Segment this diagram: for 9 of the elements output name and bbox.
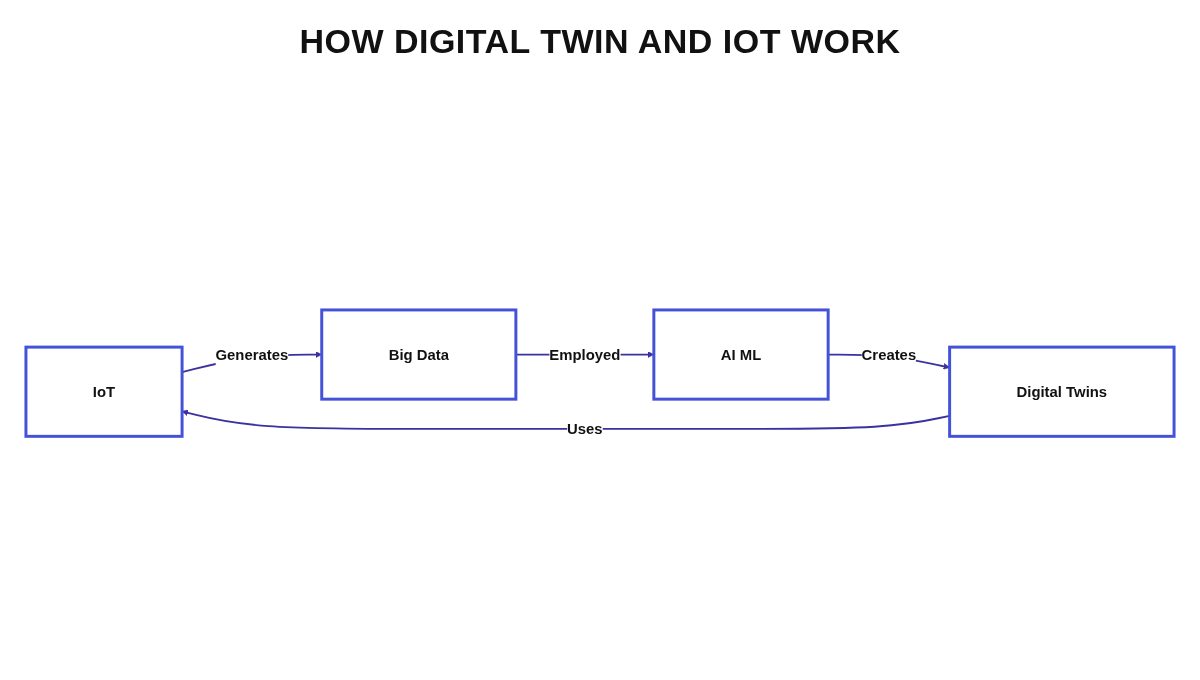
edge-label: Creates xyxy=(861,346,917,363)
title: HOW DIGITAL TWIN AND IOT WORK xyxy=(299,22,901,61)
edge-label: Employed xyxy=(549,346,621,363)
node-box: Big Data xyxy=(320,308,518,401)
edge-label: Generates xyxy=(215,346,289,363)
node-box: AI ML xyxy=(652,308,830,401)
node-box: IoT xyxy=(24,345,184,438)
node-box: Digital Twins xyxy=(948,345,1176,438)
edge-label: Uses xyxy=(567,420,603,438)
